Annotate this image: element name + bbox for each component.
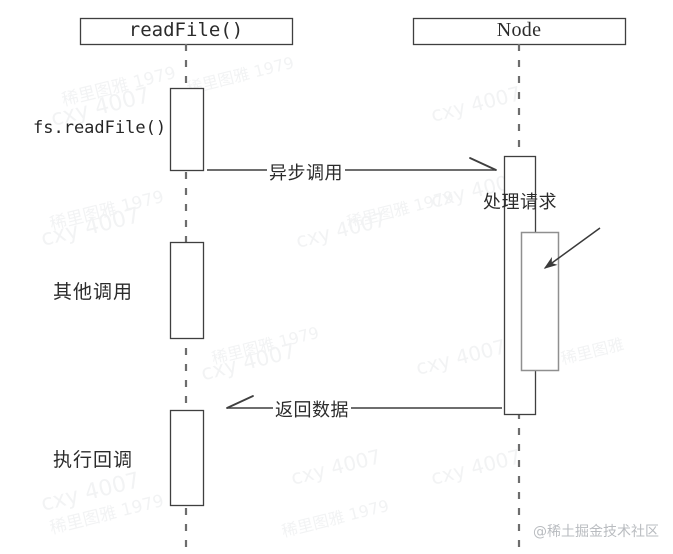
message-label-1: 返回数据	[273, 396, 351, 422]
lifeline-header-box-node	[412, 17, 627, 46]
lifeline-dashed-lines	[184, 44, 521, 554]
side-label-1: 其他调用	[53, 281, 134, 303]
activation-bar-readfile-0	[169, 87, 205, 172]
message-arrowhead-0	[469, 157, 497, 171]
lifeline-header-label-readfile: readFile()	[128, 19, 244, 41]
activation-bar-readfile-1	[169, 241, 205, 340]
message-arrows	[207, 157, 502, 409]
side-label-0: fs.readFile()	[33, 118, 167, 138]
note-label-0: 处理请求	[483, 192, 557, 213]
message-arrowhead-1	[226, 395, 254, 409]
activation-bars	[169, 87, 560, 507]
annotation-pointers	[543, 227, 601, 269]
nested-activation-bar-node-4	[520, 231, 560, 372]
lifeline-header-label-node: Node	[496, 19, 542, 41]
site-watermark: @稀土掘金技术社区	[533, 524, 659, 540]
side-label-2: 执行回调	[53, 449, 134, 471]
nested-activation-pointer	[543, 227, 601, 269]
activation-bar-readfile-2	[169, 409, 205, 507]
lifeline-header-box-readfile	[79, 17, 294, 46]
lifeline-header-boxes	[79, 17, 627, 46]
message-label-0: 异步调用	[267, 159, 345, 185]
